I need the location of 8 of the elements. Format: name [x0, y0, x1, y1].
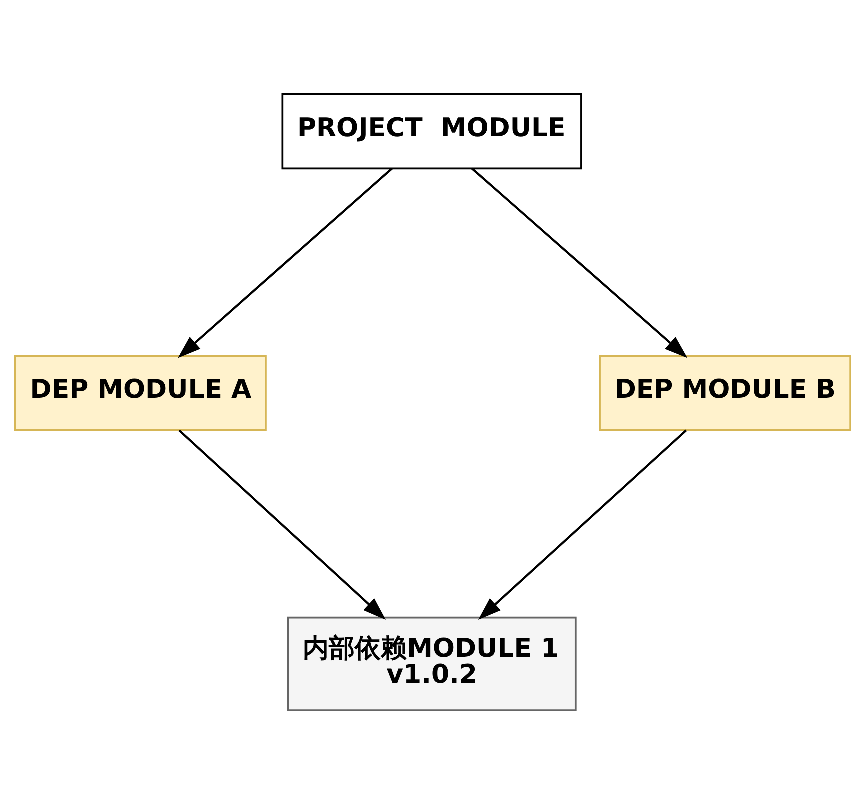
node-box: 内部依赖MODULE 1 v1.0.2 — [287, 616, 577, 711]
arrow — [178, 167, 393, 358]
arrow — [478, 429, 688, 620]
node-box: DEP MODULE B — [599, 354, 852, 431]
arrow — [178, 429, 386, 620]
node-box: PROJECT MODULE — [282, 93, 582, 170]
node-box: DEP MODULE A — [14, 354, 267, 431]
arrow — [472, 167, 688, 358]
